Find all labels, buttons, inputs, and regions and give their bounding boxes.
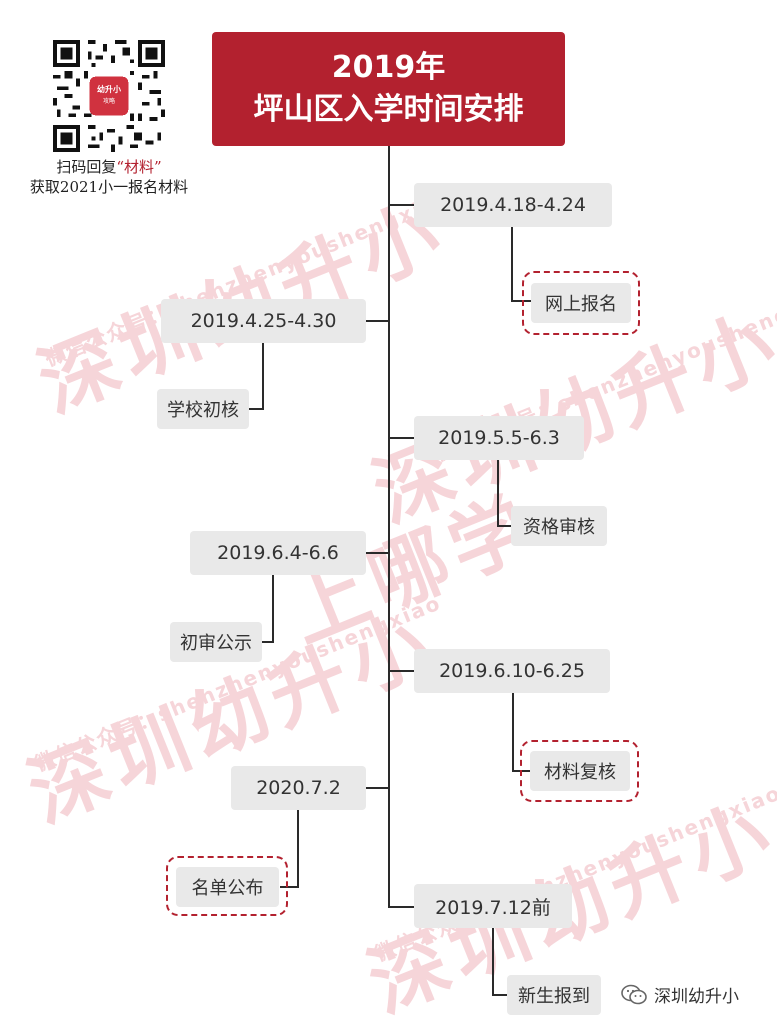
event-node: 新生报到 xyxy=(507,975,601,1015)
date-node: 2019.6.10-6.25 xyxy=(414,649,610,693)
branch-connector xyxy=(511,300,532,302)
branch-connector xyxy=(366,320,389,322)
date-node: 2019.5.5-6.3 xyxy=(414,416,584,460)
branch-connector xyxy=(262,343,264,409)
title-box: 2019年 坪山区入学时间安排 xyxy=(212,32,565,146)
branch-connector xyxy=(249,408,264,410)
event-node: 资格审核 xyxy=(511,506,607,546)
watermark-subtext: 微信公众号：shenzhenyoushengxiao xyxy=(31,590,445,776)
watermark-subtext: 微信公众号：shenzhenyoushengxiao xyxy=(41,185,455,371)
branch-connector xyxy=(366,552,389,554)
event-node: 网上报名 xyxy=(531,283,631,323)
qr-caption: 扫码回复“材料” 获取2021小一报名材料 xyxy=(20,157,198,197)
highlight-frame xyxy=(522,271,640,335)
date-node: 2019.6.4-6.6 xyxy=(190,531,366,575)
branch-connector xyxy=(272,575,274,642)
qr-badge-subtitle: 攻略 xyxy=(102,98,115,105)
qr-code xyxy=(53,40,165,152)
qr-caption-quote: ” xyxy=(154,158,162,176)
branch-connector xyxy=(497,525,511,527)
qr-badge-title: 幼升小 xyxy=(97,85,121,94)
branch-connector xyxy=(512,770,532,772)
date-node: 2019.7.12前 xyxy=(414,884,572,928)
branch-connector xyxy=(511,227,513,301)
title-main: 坪山区入学时间安排 xyxy=(253,92,524,127)
highlight-frame xyxy=(166,856,288,916)
qr-caption-keyword: 材料 xyxy=(124,158,155,176)
wechat-icon xyxy=(621,984,647,1004)
event-node: 初审公示 xyxy=(170,622,262,662)
qr-caption-line2: 获取2021小一报名材料 xyxy=(29,178,189,196)
qr-caption-prefix: 扫码回复 xyxy=(56,158,117,176)
branch-connector xyxy=(389,437,414,439)
branch-connector xyxy=(492,994,507,996)
title-year: 2019年 xyxy=(331,50,446,85)
qr-caption-quote: “ xyxy=(116,158,124,176)
brand-name: 深圳幼升小 xyxy=(654,987,739,1007)
date-node: 2019.4.25-4.30 xyxy=(161,299,366,343)
highlight-frame xyxy=(520,740,639,802)
brand-footer: 深圳幼升小 xyxy=(620,982,739,1007)
branch-connector xyxy=(497,460,499,526)
branch-connector xyxy=(512,693,514,771)
event-node: 材料复核 xyxy=(530,751,630,791)
branch-connector xyxy=(389,204,414,206)
branch-connector xyxy=(262,641,274,643)
branch-connector xyxy=(492,928,494,995)
qr-logo-badge: 幼升小 攻略 xyxy=(93,80,125,112)
watermark-subtext: 微信公众号：shenzhenyoushengxiao xyxy=(371,780,777,966)
qr-caption-line1: 扫码回复“材料” xyxy=(20,157,198,177)
event-node: 学校初核 xyxy=(157,389,249,429)
event-node: 名单公布 xyxy=(176,867,279,907)
branch-connector xyxy=(389,670,414,672)
date-node: 2019.4.18-4.24 xyxy=(414,183,612,227)
branch-connector xyxy=(389,906,414,908)
date-node: 2020.7.2 xyxy=(231,766,366,810)
branch-connector xyxy=(280,886,299,888)
branch-connector xyxy=(297,810,299,887)
branch-connector xyxy=(366,787,389,789)
timeline-spine xyxy=(388,146,390,908)
